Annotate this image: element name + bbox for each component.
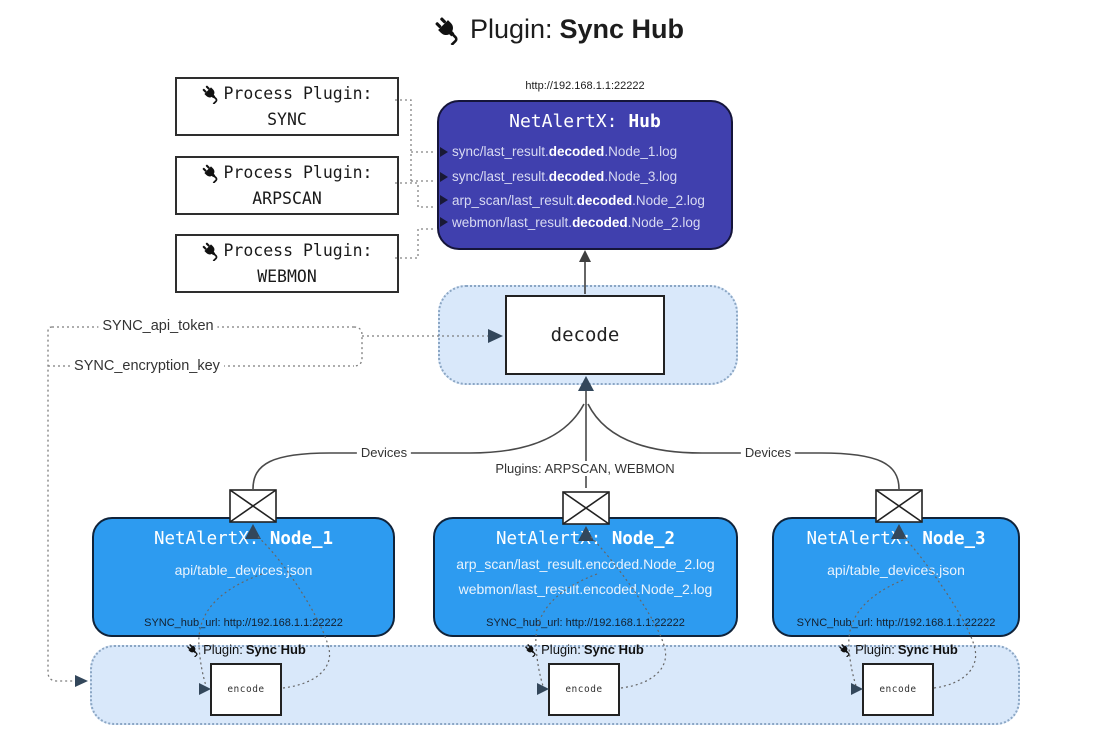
encode-plugin-label: Plugin:Sync Hub: [813, 642, 983, 657]
process-plugin-heading: Process Plugin:: [223, 240, 373, 260]
hub-log-row: sync/last_result.decoded.Node_1.log: [439, 139, 731, 164]
node-file: arp_scan/last_result.encoded.Node_2.log: [456, 556, 715, 572]
process-plugin-heading: Process Plugin:: [223, 162, 373, 182]
page-title-bold: Sync Hub: [559, 14, 685, 44]
netalertx-node3-box: NetAlertX: Node_3 api/table_devices.json…: [772, 517, 1020, 637]
arrow-right-icon: [440, 217, 448, 227]
process-plugin-name: WEBMON: [257, 266, 317, 286]
process-plugin-heading: Process Plugin:: [223, 83, 373, 103]
page-title-prefix: Plugin:: [469, 14, 553, 44]
process-plugin-webmon-box: Process Plugin: WEBMON: [175, 234, 399, 293]
encode-box-node3: encode: [862, 663, 934, 716]
plug-icon: [201, 241, 221, 261]
plug-icon: [838, 643, 852, 657]
node-hub-url: SYNC_hub_url: http://192.168.1.1:22222: [486, 617, 685, 629]
hub-title-bold: Hub: [628, 111, 661, 132]
node-file: api/table_devices.json: [174, 562, 313, 578]
node-file: webmon/last_result.encoded.Node_2.log: [458, 581, 713, 597]
arrow-right-icon: [440, 146, 448, 157]
hub-log-row: arp_scan/last_result.decoded.Node_2.log: [439, 189, 731, 211]
process-plugin-name: SYNC: [267, 109, 307, 129]
node-file: api/table_devices.json: [827, 562, 965, 578]
process-plugin-sync-box: Process Plugin: SYNC: [175, 77, 399, 136]
netalertx-node1-box: NetAlertX: Node_1 api/table_devices.json…: [92, 517, 395, 637]
plug-icon: [201, 163, 221, 183]
netalertx-node2-box: NetAlertX: Node_2 arp_scan/last_result.e…: [433, 517, 738, 637]
decode-box: decode: [505, 295, 665, 375]
encode-plugin-label: Plugin:Sync Hub: [161, 642, 331, 657]
netalertx-hub-box: NetAlertX: Hub sync/last_result.decoded.…: [437, 100, 733, 250]
hub-title-prefix: NetAlertX:: [509, 111, 629, 132]
node-hub-url: SYNC_hub_url: http://192.168.1.1:22222: [796, 617, 996, 629]
encode-box-node2: encode: [548, 663, 620, 716]
encode-plugin-label: Plugin:Sync Hub: [499, 642, 669, 657]
plug-icon: [186, 643, 200, 657]
plug-icon: [524, 643, 538, 657]
hub-url: http://192.168.1.1:22222: [525, 80, 645, 92]
process-plugin-arpscan-box: Process Plugin: ARPSCAN: [175, 156, 399, 215]
plug-icon: [433, 15, 463, 45]
plug-icon: [201, 84, 221, 104]
process-plugin-name: ARPSCAN: [252, 188, 322, 208]
hub-log-row: sync/last_result.decoded.Node_3.log: [439, 164, 731, 189]
encode-box-node1: encode: [210, 663, 282, 716]
hub-title: NetAlertX: Hub: [439, 111, 731, 132]
hub-log-row: webmon/last_result.decoded.Node_2.log: [439, 211, 731, 233]
page-title: Plugin: Sync Hub: [0, 14, 1117, 45]
node-hub-url: SYNC_hub_url: http://192.168.1.1:22222: [144, 617, 343, 629]
arrow-right-icon: [440, 171, 448, 182]
arrow-right-icon: [440, 195, 448, 205]
